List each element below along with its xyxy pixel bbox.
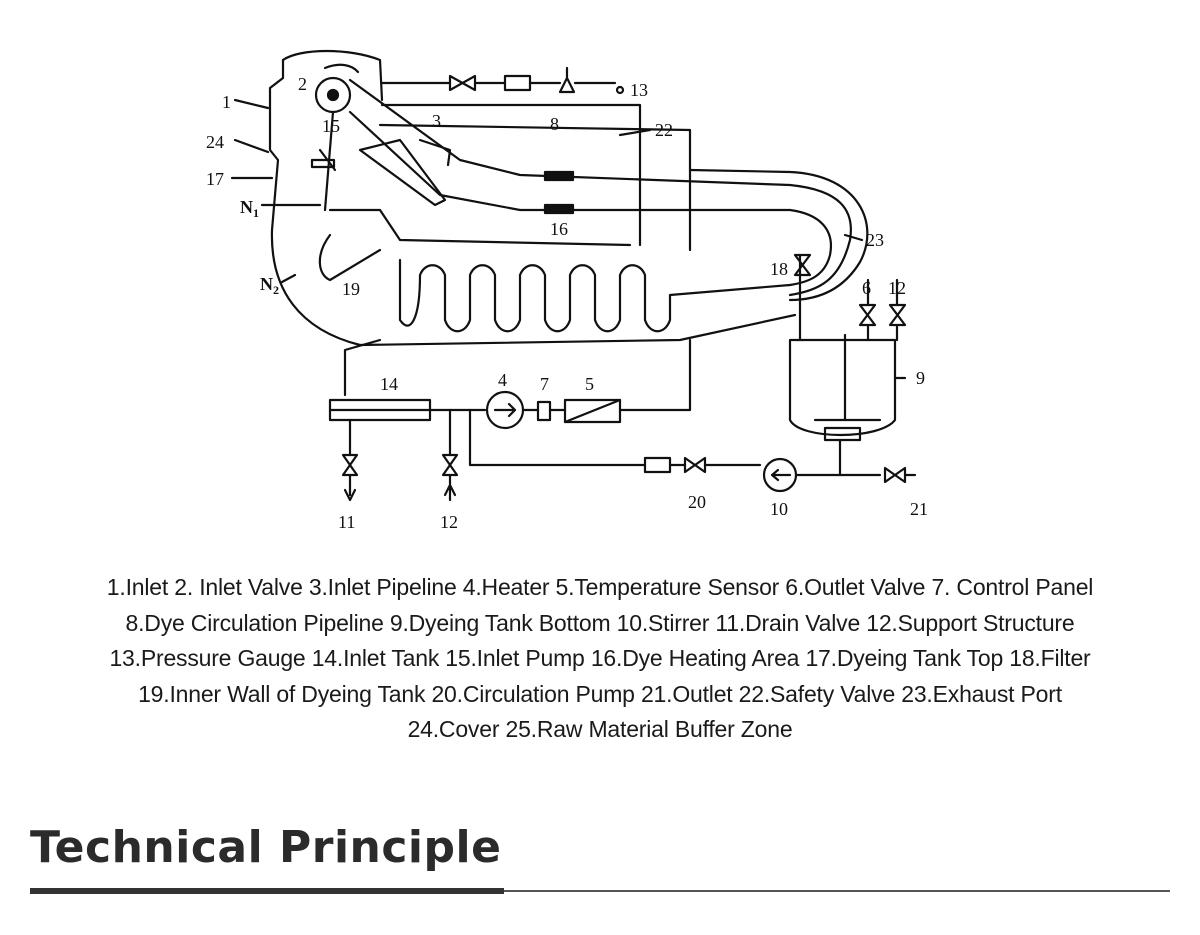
label-12-top: 12 [888, 278, 906, 298]
label-17: 17 [206, 169, 224, 189]
valve-18 [793, 253, 812, 277]
label-3: 3 [432, 111, 441, 131]
control-7 [536, 400, 552, 422]
label-5: 5 [585, 374, 594, 394]
label-13: 13 [630, 80, 648, 100]
bottom-pipe [343, 338, 382, 397]
label-22: 22 [655, 120, 673, 140]
label-20: 20 [688, 492, 706, 512]
gauge-13 [503, 74, 532, 92]
valve-12-bottom [441, 453, 459, 477]
valve-20 [683, 456, 707, 474]
label-15: 15 [322, 116, 340, 136]
label-2: 2 [298, 74, 307, 94]
roller-hub [326, 88, 340, 102]
heater-block-bottom [543, 203, 575, 215]
label-23: 23 [866, 230, 884, 250]
inner-wall-top [328, 208, 632, 247]
tank-9 [788, 338, 897, 437]
valve-6 [858, 278, 877, 342]
label-21: 21 [910, 499, 928, 519]
legend-line: 13.Pressure Gauge 14.Inlet Tank 15.Inlet… [109, 645, 1091, 671]
label-4: 4 [498, 370, 507, 390]
dyeing-machine-diagram: 1 2 3 4 5 6 7 8 9 10 11 12 12 13 14 15 1… [206, 49, 928, 532]
fabric-chute-upper [348, 78, 852, 297]
label-18: 18 [770, 259, 788, 279]
loop-23 [688, 168, 869, 302]
vessel-outer-shell [268, 58, 797, 347]
valve-13 [448, 74, 477, 92]
label-n1: N1 [240, 197, 259, 220]
label-n2: N2 [260, 274, 279, 297]
line-22 [380, 103, 642, 247]
legend-line: 24.Cover 25.Raw Material Buffer Zone [407, 716, 793, 742]
label-6: 6 [862, 278, 871, 298]
inner-pleats-19 [398, 258, 792, 333]
vessel-top-cap [281, 49, 384, 102]
legend-line: 1.Inlet 2. Inlet Valve 3.Inlet Pipeline … [106, 574, 1094, 600]
label-14: 14 [380, 374, 398, 394]
fabric-chute-lower [348, 110, 833, 287]
label-1: 1 [222, 92, 231, 112]
section-divider-accent [30, 888, 504, 894]
label-9: 9 [916, 368, 925, 388]
valve-21 [883, 466, 917, 484]
diagram-legend: 1.Inlet 2. Inlet Valve 3.Inlet Pipeline … [0, 570, 1200, 748]
label-10: 10 [770, 499, 788, 519]
nozzle-3 [358, 138, 447, 207]
line-8 [378, 123, 692, 152]
filter-20 [643, 456, 672, 474]
section-title: Technical Principle [30, 822, 502, 873]
legend-line: 19.Inner Wall of Dyeing Tank 20.Circulat… [138, 680, 1062, 707]
legend-line: 8.Dye Circulation Pipeline 9.Dyeing Tank… [125, 609, 1075, 636]
inner-wall-left [318, 233, 382, 282]
label-7: 7 [540, 374, 549, 394]
heater-block-top [543, 170, 575, 182]
diagram-labels: 1 2 3 4 5 6 7 8 9 10 11 12 12 13 14 15 1… [206, 74, 928, 532]
roller-arrow [323, 63, 360, 74]
label-16: 16 [550, 219, 568, 239]
valve-11 [341, 453, 359, 477]
valve-12-top [888, 278, 907, 342]
label-24: 24 [206, 132, 224, 152]
label-19: 19 [342, 279, 360, 299]
label-11: 11 [338, 512, 355, 532]
label-8: 8 [550, 114, 559, 134]
label-12-bottom: 12 [440, 512, 458, 532]
section-divider [30, 890, 1170, 892]
